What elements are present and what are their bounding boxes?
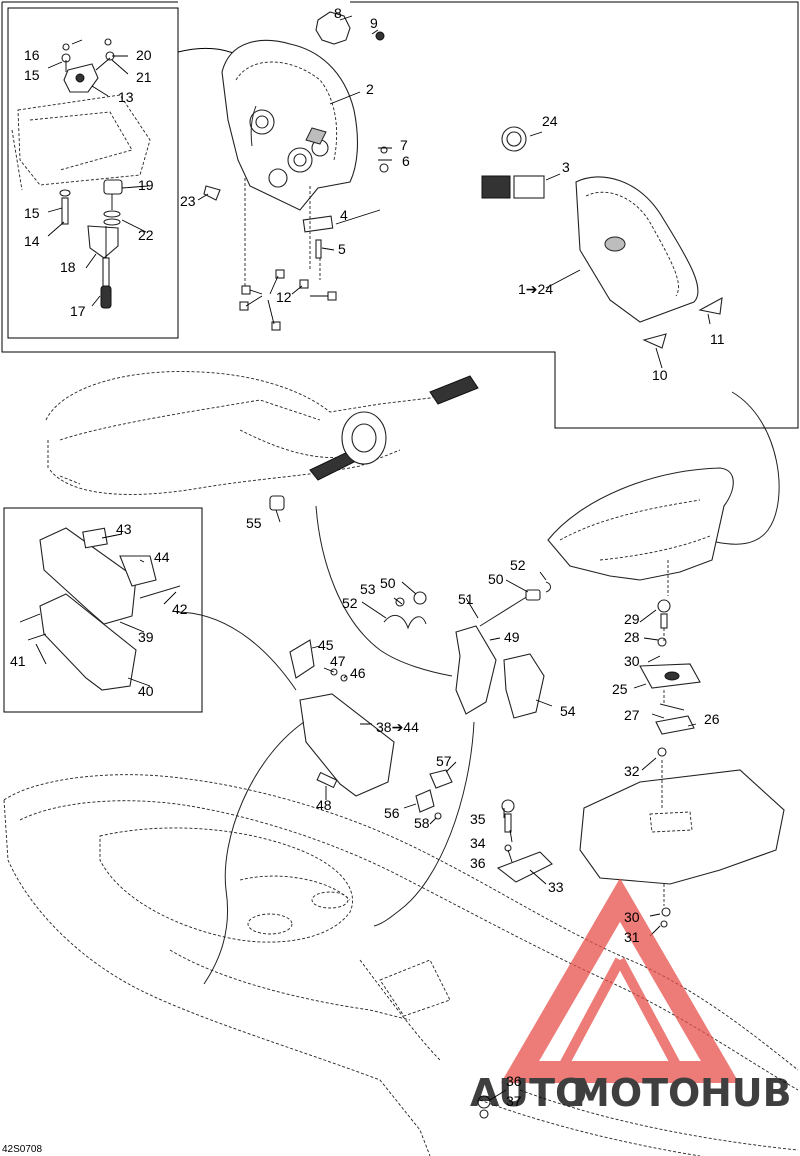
hull-outline: [3, 774, 799, 1156]
callout-50-left: 50: [380, 575, 396, 591]
callout-27: 27: [624, 707, 640, 723]
callout-2: 2: [366, 81, 374, 97]
callout-19: 19: [138, 177, 154, 193]
callout-28: 28: [624, 629, 640, 645]
steering-cover: [45, 371, 479, 511]
watermark-triangle: [500, 878, 740, 1083]
lower-bracket: [477, 799, 553, 1119]
seat-cover: [481, 126, 723, 349]
assembly-arrows: [175, 105, 780, 985]
callout-47: 47: [330, 653, 346, 669]
callout-52-right: 52: [510, 557, 526, 573]
callout-57: 57: [436, 753, 452, 769]
callout-10: 10: [652, 367, 668, 383]
callout-15-mid: 15: [24, 205, 40, 221]
callout-17: 17: [70, 303, 86, 319]
washer-part: [379, 163, 389, 173]
callout-43: 43: [116, 521, 132, 537]
callout-36-bottom: 36: [506, 1073, 522, 1089]
leader-lines: [35, 15, 711, 1101]
callout-23: 23: [180, 193, 196, 209]
watermark-moto: MOTO: [572, 1071, 700, 1115]
inset-box-seat-pads: [3, 507, 203, 713]
callout-52-left: 52: [342, 595, 358, 611]
screw-part: [315, 239, 322, 259]
callout-39: 39: [138, 629, 154, 645]
latch-mechanism: [289, 581, 551, 820]
callout-50-right: 50: [488, 571, 504, 587]
callout-51: 51: [458, 591, 474, 607]
callout-4: 4: [340, 207, 348, 223]
callout-1-to-24: 1➔24: [518, 281, 553, 297]
callout-21: 21: [136, 69, 152, 85]
watermark-triangle-inner: [555, 957, 685, 1075]
callout-20: 20: [136, 47, 152, 63]
callout-31: 31: [624, 929, 640, 945]
callout-55: 55: [246, 515, 262, 531]
callout-37: 37: [506, 1093, 522, 1109]
callout-34: 34: [470, 835, 486, 851]
watermark-logo: AUTO MOTO HUB: [470, 878, 792, 1115]
callout-30-top: 30: [624, 653, 640, 669]
callout-53: 53: [360, 581, 376, 597]
clip-part: [203, 185, 221, 201]
callout-46: 46: [350, 665, 366, 681]
callout-25: 25: [612, 681, 628, 697]
callout-11: 11: [710, 331, 725, 347]
callout-56: 56: [384, 805, 400, 821]
callout-22: 22: [138, 227, 154, 243]
callout-30-bottom: 30: [624, 909, 640, 925]
callout-54: 54: [560, 703, 576, 719]
callout-58: 58: [414, 815, 430, 831]
callout-7: 7: [400, 137, 408, 153]
watermark-auto: AUTO: [470, 1071, 587, 1115]
callout-16: 16: [24, 47, 40, 63]
callout-42: 42: [172, 601, 188, 617]
callout-35: 35: [470, 811, 486, 827]
callout-44: 44: [154, 549, 170, 565]
callout-45: 45: [318, 637, 334, 653]
seat-top-shell: [221, 39, 358, 211]
nut-set-12: [239, 269, 337, 331]
callout-48: 48: [316, 797, 332, 813]
callout-13: 13: [118, 89, 134, 105]
top-section-border: [1, 1, 799, 429]
callout-14: 14: [24, 233, 40, 249]
rear-seat: [547, 467, 785, 928]
callout-29: 29: [624, 611, 640, 627]
gear-cap-part: [315, 11, 351, 45]
callout-33: 33: [548, 879, 564, 895]
callout-8: 8: [334, 5, 342, 21]
callout-32: 32: [624, 763, 640, 779]
watermark-hub: HUB: [700, 1071, 792, 1115]
nut-part: [380, 146, 388, 154]
callout-3: 3: [562, 159, 570, 175]
callout-18: 18: [60, 259, 76, 275]
callout-41: 41: [10, 653, 26, 669]
callout-24: 24: [542, 113, 558, 129]
diagram-code: 42S0708: [2, 1144, 42, 1155]
callout-49: 49: [504, 629, 520, 645]
callout-36-mid: 36: [470, 855, 486, 871]
callout-26: 26: [704, 711, 720, 727]
callout-9: 9: [370, 15, 378, 31]
callout-6: 6: [402, 153, 410, 169]
seat-pad-inset: [19, 527, 181, 691]
callout-38-to-44: 38➔44: [376, 719, 419, 735]
callout-5: 5: [338, 241, 346, 257]
callout-labels: 1 2 3 4 5 6 7 8 9 10 11 12 13 14 15 15 1…: [2, 5, 725, 1155]
bracket-part: [302, 215, 334, 233]
small-ball-part: [375, 31, 385, 41]
inset-box-top-left: [7, 7, 179, 339]
callout-40: 40: [138, 683, 154, 699]
callout-15-top: 15: [24, 67, 40, 83]
callout-12: 12: [276, 289, 292, 305]
